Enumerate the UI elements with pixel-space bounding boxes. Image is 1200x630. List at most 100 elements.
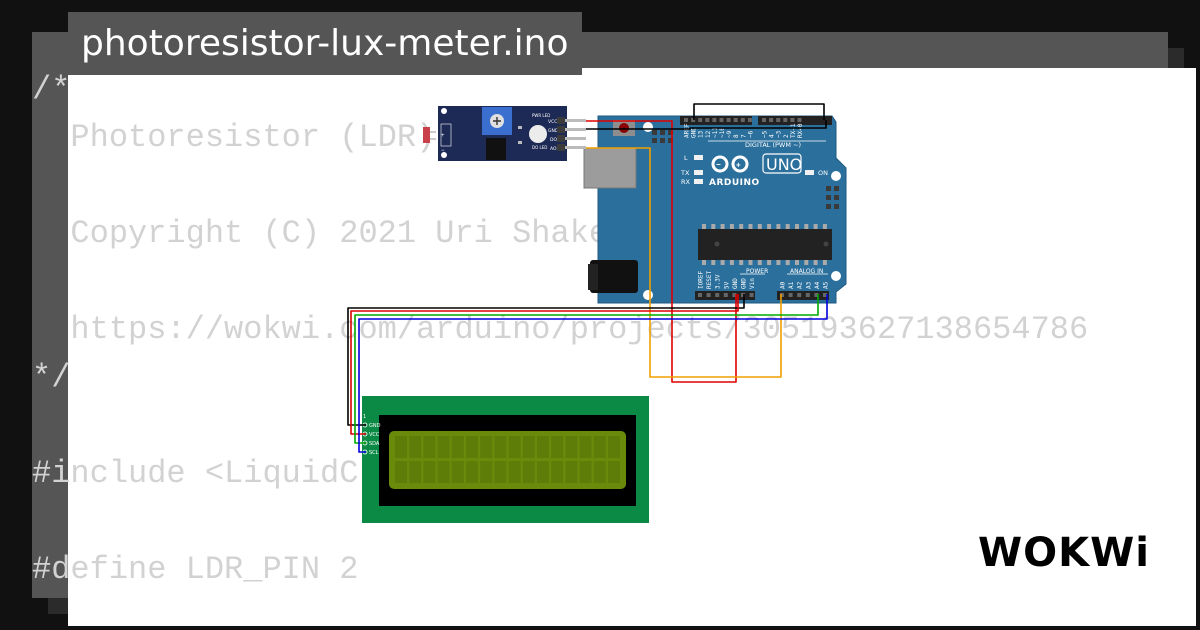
chip-pin (785, 260, 790, 265)
lcd-character-cell (565, 436, 578, 458)
bottom-pin-hole[interactable] (698, 293, 702, 297)
digital-pin-label: 2 (783, 134, 790, 138)
svg-text:−: − (716, 160, 721, 169)
bottom-pin-label: GND (732, 278, 739, 289)
lcd-character-cell (423, 436, 436, 458)
digital-pin-hole[interactable] (684, 118, 688, 122)
digital-pin-hole[interactable] (762, 118, 766, 122)
chip-pin (795, 260, 799, 265)
chip-pin (739, 224, 744, 229)
lcd-character-cell (551, 436, 564, 458)
chip-pin (720, 224, 725, 229)
chip-pin (813, 224, 818, 229)
bottom-pin-hole[interactable] (741, 293, 745, 297)
chip-pin (757, 260, 762, 265)
bottom-pin-hole[interactable] (715, 293, 720, 297)
bottom-pin-hole[interactable] (797, 293, 802, 297)
lcd-character-cell (466, 436, 478, 458)
lcd-character-cell (579, 436, 592, 458)
sensor-pin-do: DO (550, 137, 557, 143)
project-title: photoresistor-lux-meter.ino (68, 12, 582, 75)
wire-red-sensor-vcc (586, 120, 737, 383)
bottom-pin-label: 5V (723, 281, 730, 289)
bottom-pin-label: Vin (749, 278, 756, 289)
digital-pin-label: AREF (684, 123, 691, 138)
lcd-pin-sda: SDA (369, 441, 380, 447)
lcd-pin-gnd: GND (369, 423, 381, 429)
lcd-pin-number: 1 (363, 414, 366, 420)
bottom-pin-hole[interactable] (706, 293, 711, 297)
bottom-pin-hole[interactable] (788, 293, 793, 297)
lcd-character-cell (437, 461, 450, 483)
bottom-pin-hole[interactable] (823, 293, 827, 297)
bottom-pin-hole[interactable] (749, 293, 754, 297)
digital-pin-label: ~3 (776, 130, 783, 138)
wire-orange-sensor-ao (586, 147, 782, 378)
digital-pin-hole[interactable] (719, 118, 724, 122)
wire-black-lcd-gnd (347, 294, 745, 426)
sensor-pin-vcc: VCC (548, 119, 557, 125)
wokwi-logo: WOKWi (978, 530, 1149, 576)
chip-pin (767, 224, 772, 229)
bottom-pin-hole[interactable] (814, 293, 819, 297)
digital-pin-hole[interactable] (740, 118, 745, 122)
digital-pin-label: 12 (705, 130, 712, 138)
lcd-character-cell (551, 461, 564, 483)
digital-pin-label: 8 (733, 134, 740, 138)
led-tx (694, 170, 703, 175)
lcd-display[interactable]: 1 GND VCC SDA SCL (362, 396, 649, 523)
digital-pin-label: 13 (698, 130, 705, 138)
bottom-pin-label: IOREF (698, 271, 705, 289)
bottom-pin-label: A4 (814, 281, 821, 289)
digital-pin-hole[interactable] (776, 118, 781, 122)
bottom-pin-hole[interactable] (723, 293, 728, 297)
led-on (805, 170, 814, 175)
wire-red-lcd-vcc (350, 294, 739, 435)
lcd-character-cell (466, 461, 478, 483)
chip-pin (748, 260, 753, 265)
digital-pin-hole[interactable] (705, 118, 710, 122)
wire-black-digital (693, 103, 825, 120)
chip-pin (748, 224, 753, 229)
chip-pin (822, 260, 827, 265)
chip-pin (739, 260, 744, 265)
lcd-character-cell (395, 436, 407, 458)
lcd-pin-vcc: VCC (369, 432, 380, 438)
lcd-character-cell (565, 461, 578, 483)
bottom-pin-label: 3.3V (715, 274, 722, 289)
bottom-pin-hole[interactable] (732, 293, 737, 297)
power-header-label: POWER (746, 268, 768, 275)
digital-pin-hole[interactable] (797, 118, 802, 122)
chip-pin (729, 224, 734, 229)
photoresistor-sensor[interactable]: + − PWR LED DO LED VCC GND DO AO (423, 106, 586, 161)
digital-pin-hole[interactable] (726, 118, 731, 122)
led-l (694, 155, 703, 160)
digital-pin-hole[interactable] (712, 118, 717, 122)
digital-pin-label: 4 (769, 134, 776, 138)
digital-header-right (758, 116, 832, 125)
lcd-character-cell (537, 436, 549, 458)
digital-pin-hole[interactable] (698, 118, 703, 122)
chip-pin (804, 224, 809, 229)
bottom-pin-hole[interactable] (780, 293, 784, 297)
digital-pin-hole[interactable] (747, 118, 752, 122)
svg-text:−: − (441, 148, 445, 154)
digital-pin-hole[interactable] (790, 118, 795, 122)
sensor-pin-ao: AO (550, 146, 557, 152)
digital-pin-hole[interactable] (733, 118, 738, 122)
lcd-character-cell (494, 436, 507, 458)
comparator-chip (486, 138, 506, 160)
wire-blue-lcd-scl (358, 294, 828, 453)
lcd-character-cell (437, 436, 450, 458)
digital-pin-label: ~5 (762, 130, 769, 138)
led-label-l: L (684, 154, 688, 162)
digital-pin-hole[interactable] (783, 118, 788, 122)
digital-pin-label: ~9 (726, 130, 733, 138)
bottom-pin-hole[interactable] (805, 293, 810, 297)
digital-pin-hole[interactable] (769, 118, 774, 122)
analog-header (777, 291, 829, 300)
pwr-led-label: PWR LED (532, 113, 550, 118)
digital-pin-label: ~11 (712, 127, 719, 138)
digital-pin-hole[interactable] (691, 118, 696, 122)
